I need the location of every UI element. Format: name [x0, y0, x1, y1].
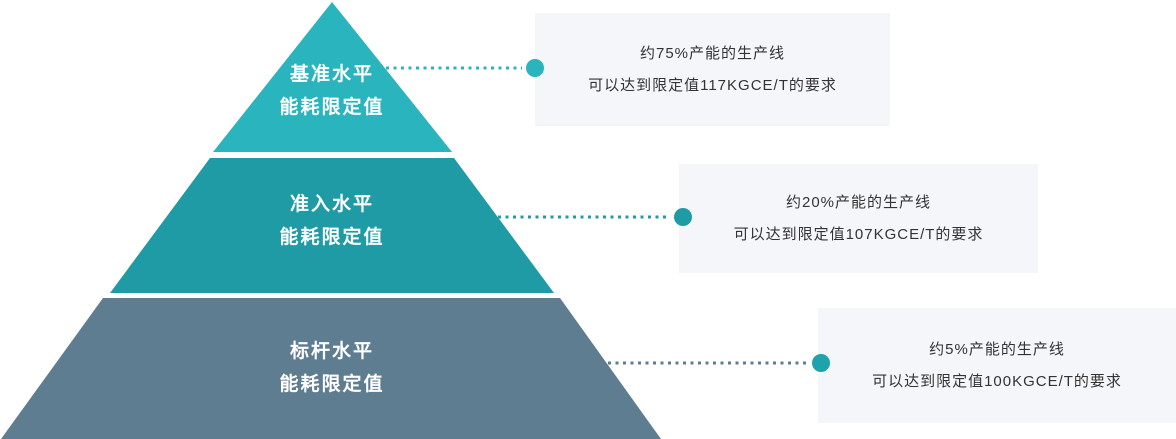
callout-tier1: 约75%产能的生产线 可以达到限定值117KGCE/T的要求	[535, 13, 890, 126]
tier1-label: 基准水平 能耗限定值	[212, 58, 452, 124]
tier3-label: 标杆水平 能耗限定值	[212, 335, 452, 401]
tier2-label-line1: 准入水平	[289, 194, 374, 215]
pyramid-tier1-shape	[213, 2, 452, 152]
callout-tier2-line1: 约20%产能的生产线	[785, 193, 932, 211]
leader-dot-tier3	[812, 354, 830, 372]
pyramid-tier2-shape	[110, 158, 554, 293]
leader-dot-tier1	[526, 59, 544, 77]
callout-tier1-line1: 约75%产能的生产线	[639, 44, 786, 62]
tier2-label-line2: 能耗限定值	[279, 227, 385, 248]
pyramid-tier3-shape	[1, 298, 661, 439]
callout-tier3-line2: 可以达到限定值100KGCE/T的要求	[872, 372, 1122, 390]
callout-tier3-line1: 约5%产能的生产线	[929, 340, 1065, 358]
callout-tier2: 约20%产能的生产线 可以达到限定值107KGCE/T的要求	[679, 164, 1038, 273]
leader-dot-tier2	[674, 208, 692, 226]
callout-tier2-line2: 可以达到限定值107KGCE/T的要求	[733, 225, 984, 243]
tier2-label: 准入水平 能耗限定值	[212, 188, 452, 254]
tier1-label-line2: 能耗限定值	[279, 97, 385, 118]
callout-tier1-line2: 可以达到限定值117KGCE/T的要求	[588, 76, 837, 94]
tier3-label-line1: 标杆水平	[289, 341, 374, 362]
tier1-label-line1: 基准水平	[289, 64, 374, 85]
callout-tier3: 约5%产能的生产线 可以达到限定值100KGCE/T的要求	[818, 308, 1176, 423]
tier3-label-line2: 能耗限定值	[279, 374, 385, 395]
